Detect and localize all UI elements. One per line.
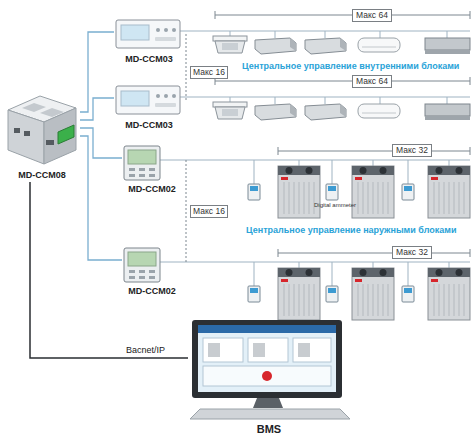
device-label: BMS	[257, 422, 281, 436]
device-note: Digital ammeter	[314, 201, 364, 209]
bms-computer: BMS	[188, 318, 350, 436]
limit-text: Макс 32	[396, 145, 428, 156]
connector-line	[80, 98, 114, 120]
limit-text: Макс 16	[193, 206, 225, 217]
device-label: MD-CCM03	[125, 119, 173, 132]
device-label: MD-CCM02	[128, 285, 176, 298]
limit-box: Макс 16	[190, 66, 228, 79]
connector-label: Bacnet/IP	[126, 344, 165, 356]
device-label: MD-CCM02	[128, 183, 176, 196]
controller-device: MD-CCM03	[114, 18, 184, 66]
device-label: MD-CCM03	[125, 53, 173, 66]
device-label: MD-CCM08	[18, 169, 66, 182]
connector-line	[80, 32, 114, 112]
controller-device: MD-CCM02	[122, 246, 182, 298]
connector-line	[80, 128, 122, 158]
limit-text: Макс 16	[193, 67, 225, 78]
connector-line	[80, 136, 122, 260]
limit-box: Макс 16	[190, 205, 228, 218]
group-caption: Центральное управление наружными блоками	[246, 224, 474, 236]
limit-text: Макс 64	[356, 10, 388, 21]
limit-text: Макс 32	[396, 247, 428, 258]
limit-text: Макс 64	[356, 76, 388, 87]
limit-box: Макс 32	[392, 246, 432, 259]
group-caption: Центральное управление внутренними блока…	[242, 60, 474, 72]
connector-line	[30, 182, 188, 358]
controller-device: MD-CCM02	[122, 144, 182, 196]
limit-box: Макс 64	[352, 75, 392, 88]
gateway-device: MD-CCM08	[4, 92, 80, 182]
limit-box: Макс 64	[352, 9, 392, 22]
controller-device: MD-CCM03	[114, 84, 184, 132]
limit-box: Макс 32	[392, 144, 432, 157]
